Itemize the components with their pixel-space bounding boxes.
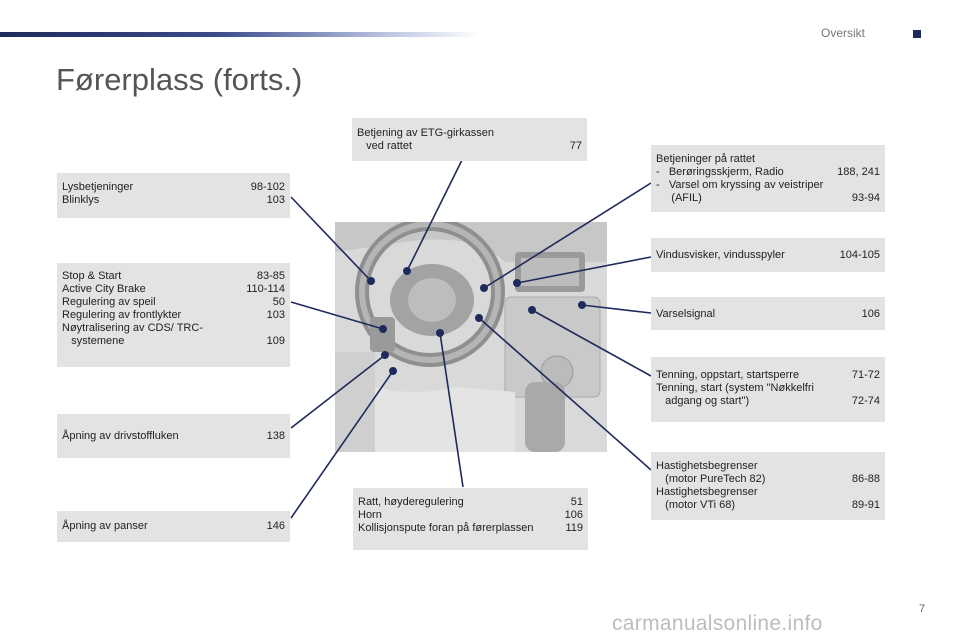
box-row: Betjeninger på rattet <box>656 153 756 165</box>
section-label: Oversikt <box>820 26 865 40</box>
box-row: (motor VTi 68)89-91 <box>656 499 880 511</box>
header-accent-bar <box>0 32 480 37</box>
page-number: 7 <box>919 603 926 615</box>
box-row: (AFIL)93-94 <box>656 192 880 204</box>
box-row: Nøytralisering av CDS/ TRC- <box>62 322 203 334</box>
page-title: Førerplass (forts.) <box>56 62 303 97</box>
box-row: Tenning, start (system "Nøkkelfri <box>656 382 814 394</box>
box-speed-limiter: Hastighetsbegrenser (motor PureTech 82)8… <box>651 452 885 520</box>
box-row: - Varsel om kryssing av veistriper <box>656 179 824 191</box>
box-row: Betjening av ETG-girkassen <box>357 127 494 139</box>
box-row: Hastighetsbegrenser <box>656 486 758 498</box>
box-row: adgang og start")72-74 <box>656 395 880 407</box>
box-row: Hastighetsbegrenser <box>656 460 758 472</box>
box-steering-controls: Betjeninger på rattet - Berøringsskjerm,… <box>651 145 885 212</box>
watermark: carmanualsonline.info <box>612 612 823 635</box>
section-marker <box>913 30 921 38</box>
box-row: (motor PureTech 82)86-88 <box>656 473 880 485</box>
